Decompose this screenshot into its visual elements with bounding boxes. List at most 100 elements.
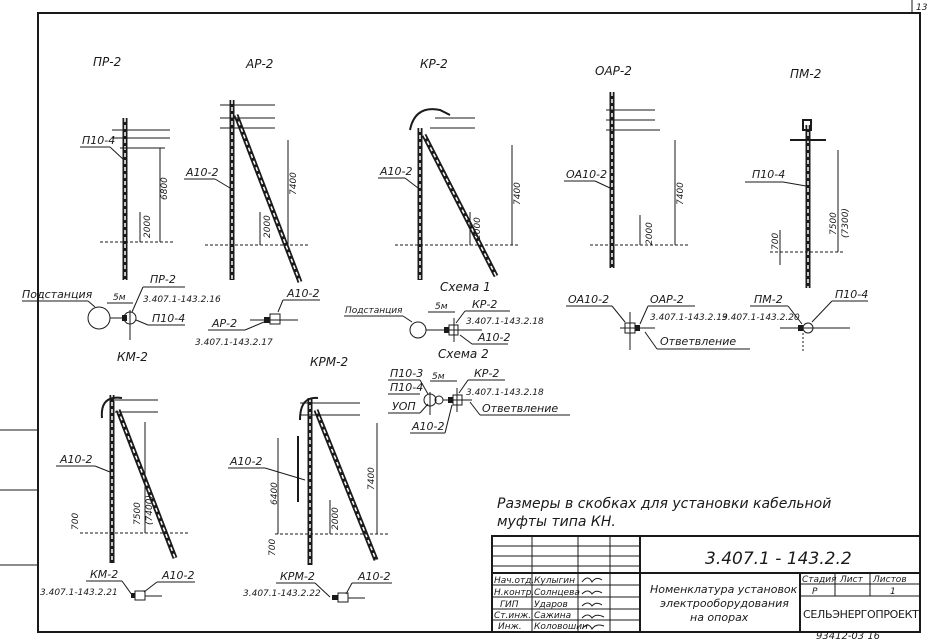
ref-label: 3.407.1-143.2.18: [466, 388, 544, 398]
pole-kr2: КР-2 7400 2000 А10-2: [378, 57, 523, 280]
role: Нач.отд.: [494, 576, 534, 586]
device-label: А10-2: [477, 331, 511, 344]
stage-header: Стадия: [802, 575, 837, 585]
document-name-line-3: на опорах: [690, 611, 749, 624]
pole-km2: КМ-2 7500 (7400) 700 А10-2 КМ-2 3.407.1-…: [40, 350, 195, 601]
ref-label: 3.407.1-143.2.19: [650, 313, 728, 323]
dim-height: 7500: [133, 502, 143, 525]
stage-value: Р: [812, 587, 818, 597]
type-label: АР-2: [211, 317, 237, 330]
distance-label: 5м: [432, 372, 445, 382]
distance-label: 5м: [113, 293, 126, 303]
dim-height: 7400: [289, 172, 299, 195]
device-label-3: УОП: [392, 400, 416, 413]
note-line-1: Размеры в скобках для установки кабельно…: [497, 496, 831, 512]
scheme-title: Схема 2: [438, 347, 489, 361]
scheme-2: Схема 2 П10-3 П10-4 УОП 5м КР-2 3.407.1-…: [388, 347, 570, 434]
person: Коловошин: [534, 622, 588, 632]
dim-height: 7400: [367, 467, 377, 490]
dim-height: 7400: [676, 182, 686, 205]
ref-label: 3.407.1-143.2.17: [195, 338, 273, 348]
note-line-2: муфты типа КН.: [497, 514, 616, 530]
device-label: ОА10-2: [568, 293, 609, 306]
branch-label: Ответвление: [482, 402, 558, 415]
sheets-header: Листов: [872, 575, 907, 585]
pole-oar2: ОАР-2 7400 2000 ОА10-2: [564, 64, 690, 268]
device-label: П10-4: [835, 288, 868, 301]
type-label: ОАР-2: [650, 293, 684, 306]
equipment-label: А10-2: [59, 453, 93, 466]
dim-height: 7400: [513, 182, 523, 205]
person: Кулыгин: [534, 576, 575, 586]
scheme-device-label: А10-2: [357, 570, 391, 583]
dim-depth: 700: [268, 539, 278, 556]
role: Н.контр.: [494, 588, 534, 598]
pole-ar2: АР-2 7400 2000 А10-2: [184, 57, 310, 283]
scheme-title: Схема 1: [440, 280, 491, 294]
role: Ст.инж.: [494, 611, 531, 621]
person: Ударов: [534, 600, 568, 610]
scheme-oar2: ОА10-2 ОАР-2 3.407.1-143.2.19 Ответвлени…: [566, 293, 750, 350]
archive-number: 93412-03 16: [816, 631, 880, 640]
document-name-line-1: Номенклатура установок: [650, 583, 798, 596]
ref-label: 3.407.1-143.2.16: [143, 295, 221, 305]
sheet-frame: [0, 0, 921, 633]
type-label: КР-2: [472, 298, 497, 311]
sheet-header: Лист: [839, 575, 864, 585]
pole-pm2: ПМ-2 7500 (7300) 700 П10-4: [745, 67, 851, 288]
pole-krm2: КРМ-2 6400 7400 2000 700 А10-2 КРМ-2 3.4…: [228, 355, 392, 603]
scheme-pr2: Подстанция 5м ПР-2 3.407.1-143.2.16 П10-…: [22, 273, 221, 340]
type-label: ПМ-2: [754, 293, 783, 306]
equipment-label: П10-4: [752, 168, 785, 181]
scheme-type-label: КМ-2: [90, 568, 118, 581]
dim-equipment: 2000: [331, 507, 341, 530]
dim-height-alt: (7400): [145, 495, 155, 525]
document-name-line-2: электрооборудования: [660, 597, 789, 610]
dim-height-alt: (7300): [841, 208, 851, 238]
dim-equipment: 2000: [473, 217, 483, 240]
dim-height: 7500: [829, 212, 839, 235]
equipment-label: А10-2: [379, 165, 413, 178]
pole-title: КР-2: [420, 57, 448, 71]
pole-pr2: ПР-2 6800 2000 П10-4: [80, 55, 175, 280]
type-label: КР-2: [474, 367, 499, 380]
device-label-2: П10-4: [390, 381, 423, 394]
sheet-number: 13: [916, 3, 928, 13]
scheme-ref-label: 3.407.1-143.2.21: [40, 588, 118, 598]
document-code: 3.407.1 - 143.2.2: [705, 549, 852, 569]
device-label: А10-2: [411, 420, 445, 433]
scheme-ar2: А10-2 АР-2 3.407.1-143.2.17: [195, 287, 320, 348]
signatures: [581, 577, 605, 630]
dim-equipment: 2000: [645, 222, 655, 245]
person: Сажина: [534, 611, 571, 621]
substation-label: Подстанция: [345, 306, 403, 316]
organization: СЕЛЬЭНЕРГОПРОЕКТ: [803, 608, 919, 621]
role: ГИП: [500, 600, 519, 610]
equipment-label: А10-2: [229, 455, 263, 468]
ref-label: 3.407.1-143.2.20: [722, 313, 800, 323]
distance-label: 5м: [435, 302, 448, 312]
dim-height-equipment: 6400: [270, 482, 280, 505]
scheme-ref-label: 3.407.1-143.2.22: [243, 589, 321, 599]
role: Инж.: [498, 622, 522, 632]
sheets-value: 1: [890, 587, 896, 597]
pole-title: ПМ-2: [790, 67, 821, 81]
pole-title: КРМ-2: [310, 355, 348, 369]
type-label: ПР-2: [150, 273, 176, 286]
pole-title: КМ-2: [117, 350, 148, 364]
device-label: А10-2: [286, 287, 320, 300]
dim-depth: 700: [771, 233, 781, 250]
scheme-pm2: ПМ-2 3.407.1-143.2.20 П10-4: [722, 288, 868, 352]
person: Солнцева: [534, 588, 580, 598]
pole-title: ПР-2: [93, 55, 121, 69]
dim-equipment: 2000: [143, 215, 153, 238]
device-label: П10-4: [152, 312, 185, 325]
pole-title: ОАР-2: [595, 64, 632, 78]
scheme-type-label: КРМ-2: [280, 570, 315, 583]
pole-title: АР-2: [245, 57, 273, 71]
scheme-device-label: А10-2: [161, 569, 195, 582]
equipment-label: ОА10-2: [566, 168, 607, 181]
title-block: 3.407.1 - 143.2.2 Нач.отд. Кулыгин Н.кон…: [491, 535, 921, 633]
substation-label: Подстанция: [22, 288, 93, 301]
